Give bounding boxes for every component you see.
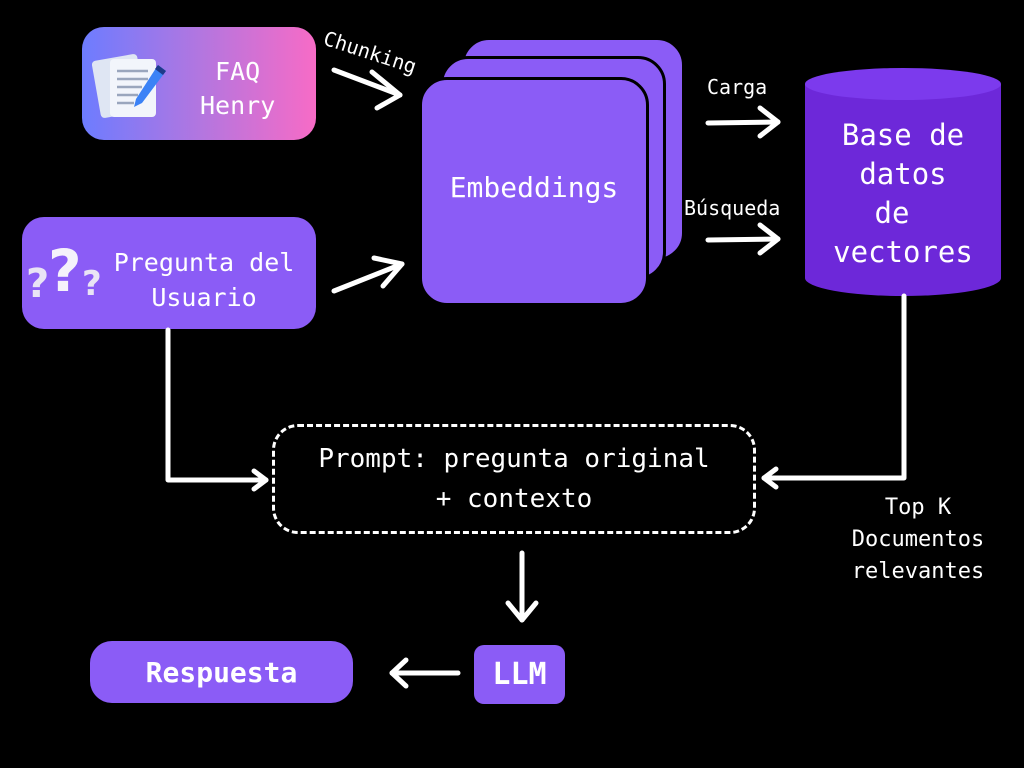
user-question-line-1: Pregunta del — [113, 248, 295, 277]
topk-line-1: Top K — [884, 495, 952, 520]
user-question-node: ? ? ? Pregunta del Usuario — [22, 217, 316, 329]
chunking-arrow — [331, 67, 403, 111]
vector-db-line-4: vectores — [833, 235, 973, 269]
topk-line-3: relevantes — [851, 559, 985, 584]
topk-line-2: Documentos — [851, 527, 985, 552]
busqueda-arrow — [705, 222, 781, 256]
busqueda-label: Búsqueda — [684, 196, 781, 220]
carga-arrow — [705, 105, 781, 139]
embeddings-label: Embeddings — [449, 171, 619, 204]
llm-label: LLM — [492, 657, 547, 692]
question-to-prompt-arrow — [165, 327, 269, 492]
faq-henry-node: FAQ Henry — [82, 27, 316, 140]
user-question-line-2: Usuario — [151, 283, 257, 312]
prompt-line-2: + contexto — [435, 484, 593, 514]
vector-db-line-1: Base de — [841, 118, 965, 152]
response-node: Respuesta — [90, 641, 353, 703]
faq-line-2: Henry — [200, 91, 276, 120]
question-marks-icon: ? ? ? — [26, 237, 102, 307]
faq-line-1: FAQ — [215, 57, 261, 86]
embeddings-node: Embeddings — [419, 77, 649, 306]
svg-text:?: ? — [48, 237, 82, 305]
llm-to-response-arrow — [389, 657, 461, 689]
prompt-line-1: Prompt: pregunta original — [318, 444, 710, 474]
document-icon — [92, 54, 166, 118]
svg-text:?: ? — [82, 264, 102, 304]
vector-db-cylinder — [805, 68, 1001, 296]
response-label: Respuesta — [145, 655, 298, 689]
llm-node: LLM — [474, 645, 565, 704]
prompt-node: Prompt: pregunta original + contexto — [272, 424, 756, 534]
vector-db-line-2: datos — [859, 157, 947, 191]
carga-label: Carga — [707, 75, 768, 99]
question-to-embeddings-arrow — [331, 255, 405, 294]
db-to-prompt-arrow — [761, 293, 907, 490]
svg-text:?: ? — [26, 261, 49, 307]
prompt-to-llm-arrow — [505, 550, 539, 623]
vector-db-line-3: de — [874, 196, 910, 230]
